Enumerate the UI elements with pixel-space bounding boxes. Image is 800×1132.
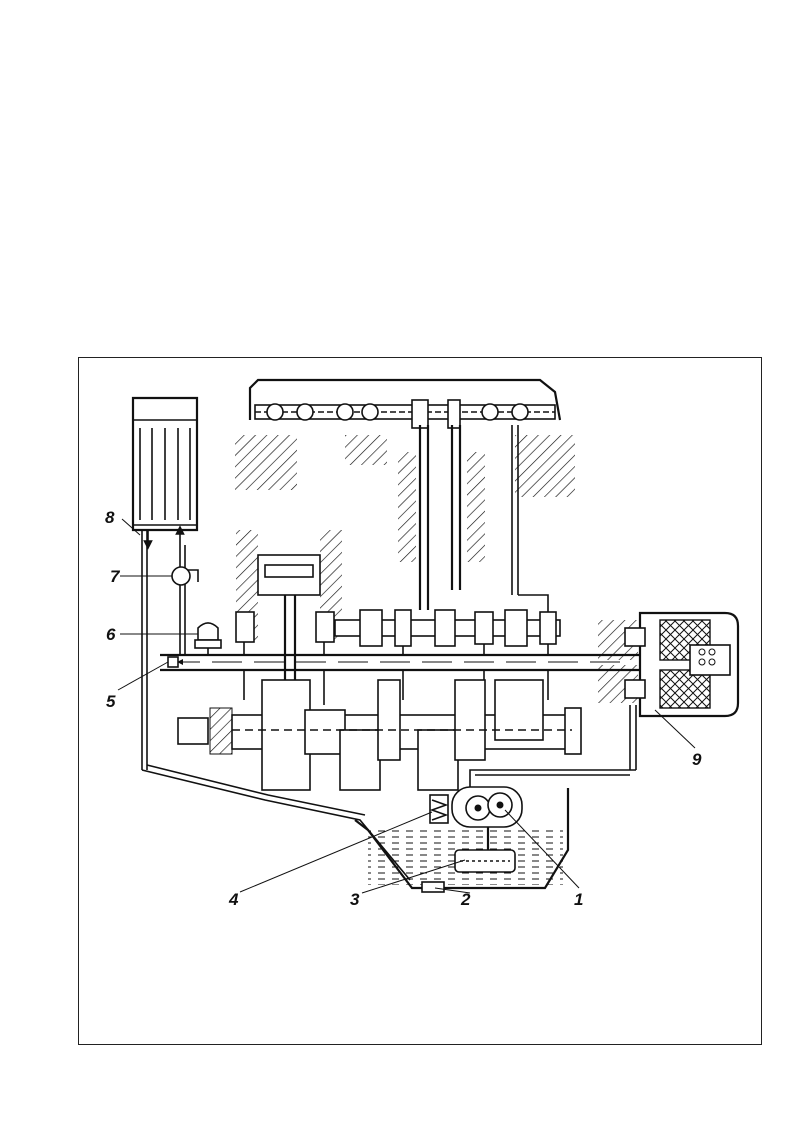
callout-5: 5	[106, 692, 116, 711]
gauge-fitting	[167, 656, 179, 668]
cylinder-head-hatching	[235, 435, 575, 562]
leader-lines	[117, 518, 696, 894]
pressure-sensor	[194, 622, 222, 655]
rocker-arms	[266, 399, 529, 429]
centrifugal-filter	[598, 611, 740, 770]
callout-labels: 8 7 6 5 9 4 3 2 1	[105, 508, 702, 909]
oil-cooler	[131, 396, 199, 550]
camshaft	[235, 609, 561, 647]
callout-9: 9	[692, 750, 702, 769]
callout-7: 7	[110, 567, 121, 586]
pump-delivery-line	[469, 769, 636, 790]
crankshaft	[177, 679, 582, 791]
oil-pump	[451, 786, 523, 850]
cylinder-block	[236, 530, 342, 690]
cooler-tap	[171, 545, 199, 655]
relief-valve	[429, 794, 449, 824]
drain-plug	[421, 881, 445, 893]
callout-2: 2	[460, 890, 471, 909]
oil-intake-strainer	[454, 849, 516, 873]
main-oil-gallery	[160, 642, 640, 705]
rocker-cover	[248, 378, 562, 429]
callout-8: 8	[105, 508, 115, 527]
callout-3: 3	[350, 890, 360, 909]
callout-1: 1	[574, 890, 583, 909]
callout-4: 4	[228, 890, 239, 909]
push-rods	[418, 425, 549, 618]
figure-frame	[78, 357, 762, 1045]
callout-6: 6	[106, 625, 116, 644]
